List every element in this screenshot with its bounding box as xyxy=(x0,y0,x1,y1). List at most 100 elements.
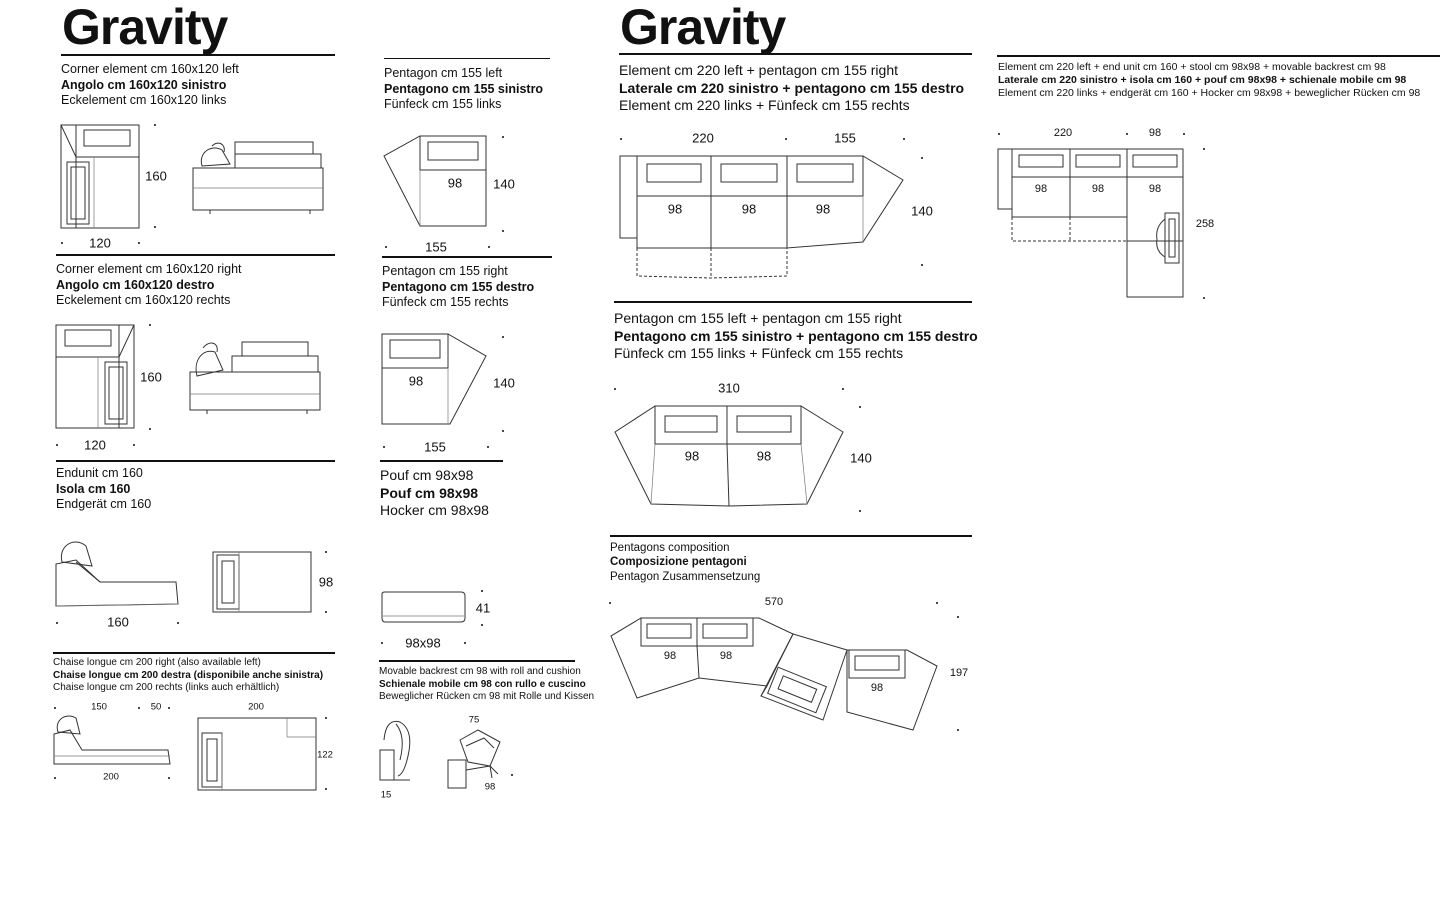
brand-title-right: Gravity xyxy=(620,0,786,55)
dim-mark xyxy=(325,788,327,790)
brand-title-left: Gravity xyxy=(62,0,228,55)
dim-mark xyxy=(1203,297,1205,299)
dim-mark xyxy=(54,707,56,709)
dim-corner-right-width: 120 xyxy=(84,437,106,453)
chaise-side xyxy=(53,715,171,765)
caption-comp-pent-pent: Pentagon cm 155 left + pentagon cm 155 r… xyxy=(614,310,978,361)
dim-mark xyxy=(133,444,135,446)
caption-comp-pentagons: Pentagons composition Composizione penta… xyxy=(610,542,761,583)
caption-pentagon-right: Pentagon cm 155 right Pentagono cm 155 d… xyxy=(382,264,535,310)
dim-chaise-plan-length: 200 xyxy=(248,701,264,713)
dim-mark xyxy=(325,611,327,613)
dim-comp-seat-1: 98 xyxy=(667,201,683,217)
dim-mark xyxy=(785,138,787,140)
dim-mark xyxy=(488,246,490,248)
comp-pent-pent-plan xyxy=(614,405,844,507)
dim-pentagon-right-width: 155 xyxy=(424,439,446,455)
section-rule xyxy=(380,460,503,462)
dim-pentpent-width: 310 xyxy=(718,380,740,396)
dim-mark xyxy=(149,324,151,326)
caption-chaise: Chaise longue cm 200 right (also availab… xyxy=(53,657,324,693)
backrest-perspective xyxy=(447,729,501,789)
dim-pentagon-left-depth: 140 xyxy=(493,176,515,192)
dim-mark xyxy=(177,622,179,624)
dim-comp-220: 220 xyxy=(692,130,714,146)
pentagon-left-plan xyxy=(383,135,487,227)
caption-comp-220-155: Element cm 220 left + pentagon cm 155 ri… xyxy=(619,62,965,113)
dim-mark xyxy=(325,551,327,553)
corner-right-plan xyxy=(55,324,135,429)
dim-mark xyxy=(481,590,483,592)
header-rule-left xyxy=(61,54,335,56)
dim-pentagon-right-seat: 98 xyxy=(408,373,424,389)
dim-pentagon-right-depth: 140 xyxy=(493,375,515,391)
caption-corner-right: Corner element cm 160x120 right Angolo c… xyxy=(56,262,242,308)
corner-right-side xyxy=(189,341,321,414)
section-rule xyxy=(614,301,972,303)
dim-pouf-size: 98x98 xyxy=(405,635,441,651)
dim-endunit-comp-98-top: 98 xyxy=(1148,127,1162,139)
dim-chaise-plan-depth: 122 xyxy=(317,749,333,761)
pouf-side xyxy=(381,591,466,623)
dim-mark xyxy=(842,388,844,390)
caption-backrest: Movable backrest cm 98 with roll and cus… xyxy=(379,666,595,702)
dim-mark xyxy=(61,242,63,244)
dim-mark xyxy=(381,642,383,644)
dim-chaise-50: 50 xyxy=(150,701,162,713)
dim-mark xyxy=(614,388,616,390)
dim-mark xyxy=(921,264,923,266)
dim-backrest-height: 75 xyxy=(468,714,480,726)
dim-mark xyxy=(481,624,483,626)
caption-pentagon-left: Pentagon cm 155 left Pentagono cm 155 si… xyxy=(384,66,544,112)
dim-mark xyxy=(487,446,489,448)
dim-pentagon-left-width: 155 xyxy=(425,239,447,255)
dim-backrest-width: 98 xyxy=(484,781,496,793)
dim-pentpent-seat-2: 98 xyxy=(756,448,772,464)
dim-mark xyxy=(903,138,905,140)
dim-pentpent-depth: 140 xyxy=(850,450,872,466)
section-rule xyxy=(379,660,575,662)
dim-pentagons-seat-3: 98 xyxy=(870,682,884,694)
chaise-plan xyxy=(197,717,317,791)
dim-pentpent-seat-1: 98 xyxy=(684,448,700,464)
dim-comp-155: 155 xyxy=(834,130,856,146)
dim-mark xyxy=(154,124,156,126)
dim-mark xyxy=(620,138,622,140)
dim-mark xyxy=(936,602,938,604)
dim-mark xyxy=(957,729,959,731)
section-rule xyxy=(53,652,335,654)
dim-mark xyxy=(168,777,170,779)
comp-endunit-plan xyxy=(997,148,1184,298)
dim-pentagons-seat-1: 98 xyxy=(663,650,677,662)
pentagon-right-plan xyxy=(381,333,487,425)
caption-corner-left: Corner element cm 160x120 left Angolo cm… xyxy=(61,62,239,108)
dim-endunit-length: 160 xyxy=(107,614,129,630)
dim-endunit-comp-220: 220 xyxy=(1053,127,1073,139)
dim-mark xyxy=(154,226,156,228)
dim-mark xyxy=(138,242,140,244)
dim-pentagon-left-seat: 98 xyxy=(447,175,463,191)
dim-endunit-comp-seat-3: 98 xyxy=(1148,183,1162,195)
dim-mark xyxy=(383,446,385,448)
dim-corner-left-width: 120 xyxy=(89,235,111,251)
dim-mark xyxy=(1183,133,1185,135)
header-rule-right xyxy=(619,53,972,55)
dim-mark xyxy=(1203,148,1205,150)
section-rule xyxy=(56,254,335,256)
corner-left-side xyxy=(192,141,324,214)
dim-endunit-comp-seat-1: 98 xyxy=(1034,183,1048,195)
dim-mark xyxy=(502,336,504,338)
endunit-side xyxy=(55,541,179,607)
caption-comp-endunit: Element cm 220 left + end unit cm 160 + … xyxy=(998,61,1421,100)
dim-mark xyxy=(502,136,504,138)
dim-mark xyxy=(325,717,327,719)
header-rule-col2 xyxy=(384,58,550,59)
dim-endunit-depth: 98 xyxy=(318,574,334,590)
dim-backrest-depth: 15 xyxy=(380,789,392,801)
dim-chaise-total: 200 xyxy=(103,771,119,783)
dim-mark xyxy=(859,406,861,408)
dim-comp-seat-3: 98 xyxy=(815,201,831,217)
caption-endunit: Endunit cm 160 Isola cm 160 Endgerät cm … xyxy=(56,466,152,512)
dim-pentagons-width: 570 xyxy=(764,596,784,608)
header-rule-right-col2 xyxy=(997,55,1440,57)
